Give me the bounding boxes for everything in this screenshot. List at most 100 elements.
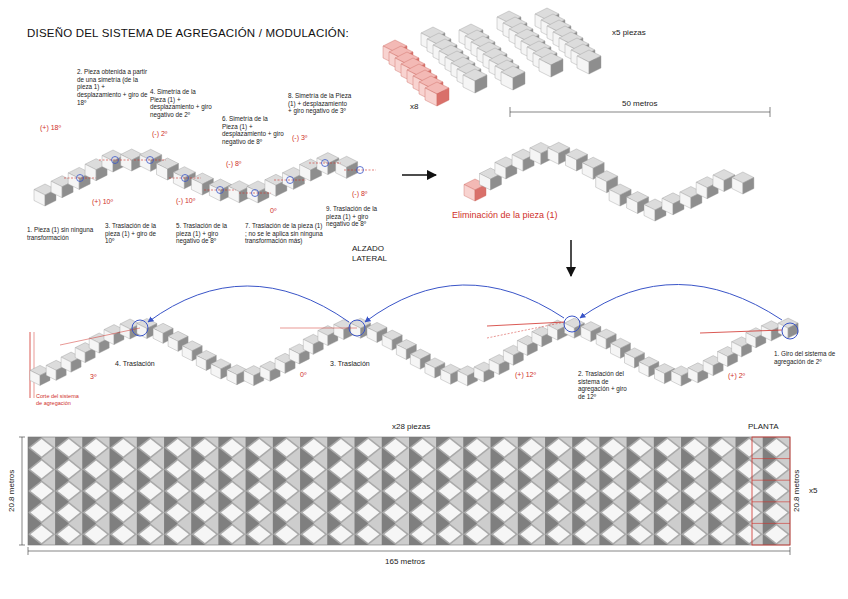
piece-face: [548, 325, 558, 340]
step-note: 1. Giro del sistema de agregación de 2º: [774, 350, 838, 365]
plan-gap: [575, 482, 597, 500]
module-highlight: [752, 480, 790, 481]
plan-gap: [684, 525, 706, 543]
piece-face: [581, 327, 591, 342]
plan-gap: [167, 525, 189, 543]
plan-gap: [167, 504, 189, 522]
piece-face: [577, 56, 589, 74]
piece-face: [157, 164, 168, 181]
angle-reference: [204, 190, 236, 191]
piece-face: [275, 358, 285, 373]
angle-reference: [99, 160, 131, 161]
plan-gap: [711, 439, 733, 457]
plan-gap: [684, 461, 706, 479]
piece-face: [627, 197, 638, 214]
plan-gap: [31, 439, 53, 457]
view-label: PLANTA: [748, 422, 779, 432]
angle-label: (+) 12º: [515, 371, 536, 380]
plan-gap: [520, 461, 542, 479]
dimension-line: [28, 551, 790, 552]
piece-face: [564, 323, 574, 338]
piece-face: [680, 192, 691, 209]
plan-gap: [139, 482, 161, 500]
plan-gap: [357, 439, 379, 457]
plan-gap: [629, 482, 651, 500]
plan-gap: [412, 504, 434, 522]
module-highlight: [752, 523, 790, 524]
dimension-tick: [19, 545, 25, 546]
angle-reference: [309, 163, 341, 164]
plan-gap: [85, 525, 107, 543]
plan-gap: [656, 525, 678, 543]
plan-gap: [357, 525, 379, 543]
piece-face: [182, 346, 192, 361]
plan-gap: [466, 525, 488, 543]
plan-gap: [221, 525, 243, 543]
plan-gap: [31, 461, 53, 479]
plan-gap: [357, 461, 379, 479]
angle-reference: [134, 160, 166, 161]
count-label: x5 piezas: [612, 28, 646, 38]
plan-gap: [548, 504, 570, 522]
dimension-label: 20.8 metros: [792, 470, 802, 512]
dimension-line: [510, 112, 770, 113]
piece-face: [503, 350, 513, 365]
plan-gap: [221, 439, 243, 457]
piece-face: [589, 56, 601, 74]
plan-gap: [384, 439, 406, 457]
step-note: 8. Simetría de la Pieza (1) + desplazami…: [288, 92, 352, 115]
plan-gap: [384, 525, 406, 543]
plan-gap: [221, 504, 243, 522]
plan-gap: [711, 525, 733, 543]
angle-reference: [60, 328, 140, 345]
piece-face: [688, 368, 698, 383]
plan-gap: [629, 439, 651, 457]
plan-gap: [738, 504, 760, 522]
plan-gap: [765, 525, 787, 543]
step-note: 2. Traslación del sistema de agregación …: [578, 370, 630, 401]
plan-gap: [575, 461, 597, 479]
piece-face: [732, 178, 743, 195]
plan-gap: [466, 461, 488, 479]
plan-gap: [684, 439, 706, 457]
plan-gap: [656, 439, 678, 457]
piece-face: [51, 181, 62, 198]
plan-gap: [139, 461, 161, 479]
plan-gap: [275, 525, 297, 543]
plan-gap: [656, 504, 678, 522]
dimension-tick: [28, 547, 29, 555]
cut-note: Corte del sistema de agregación: [36, 393, 86, 406]
angle-label: 0º: [300, 371, 306, 380]
piece-face: [718, 352, 728, 367]
piece-face: [168, 336, 178, 351]
piece-face: [46, 365, 56, 380]
plan-gap: [221, 482, 243, 500]
plan-gap: [548, 439, 570, 457]
plan-gap: [548, 525, 570, 543]
plan-gap: [493, 461, 515, 479]
plan-gap: [58, 439, 80, 457]
piece-chain: [464, 142, 754, 221]
dimension-tick: [770, 107, 771, 117]
piece-face: [475, 75, 487, 93]
move-arc: [365, 285, 564, 322]
module-highlight: [752, 501, 790, 502]
plan-gap: [765, 482, 787, 500]
plan-gap: [765, 461, 787, 479]
angle-reference: [487, 322, 565, 338]
plan-gap: [357, 482, 379, 500]
plan-gap: [58, 525, 80, 543]
removal-note: Eliminación de la pieza (1): [452, 210, 564, 221]
piece-face: [441, 369, 451, 384]
piece-face: [437, 88, 449, 106]
piece-face: [609, 190, 620, 207]
piece-face: [517, 341, 527, 356]
plan-gap: [602, 482, 624, 500]
piece-chain: [34, 149, 358, 206]
angle-reference: [169, 178, 201, 179]
plan-gap: [684, 504, 706, 522]
angle-label: 3º: [90, 373, 96, 382]
plan-gap: [31, 525, 53, 543]
plan-gap: [194, 461, 216, 479]
piece-face: [530, 148, 541, 165]
